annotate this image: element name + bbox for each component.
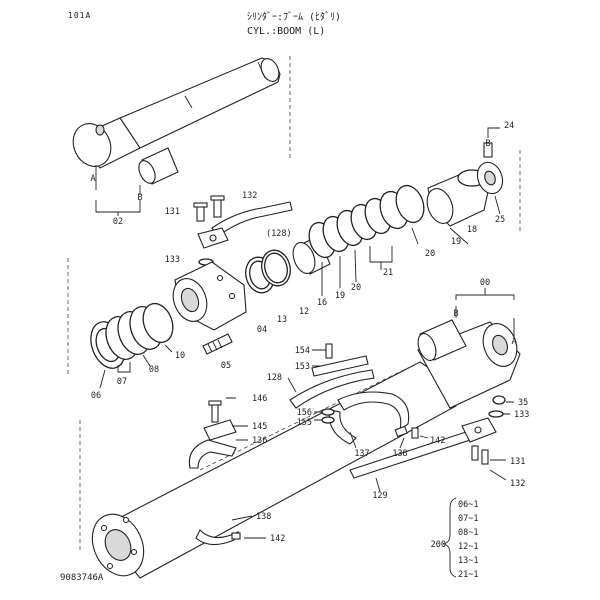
kit-200-item: 07~1	[458, 514, 478, 524]
callout-16: 16	[317, 298, 327, 308]
bolt-146[interactable]	[208, 400, 222, 423]
cylinder-head-04[interactable]	[167, 261, 247, 331]
callout-12: 12	[299, 307, 309, 317]
kit-200-bracket	[442, 497, 457, 578]
drawing-number: 9083746A	[60, 573, 104, 583]
callout-132-upper: 132	[242, 191, 257, 201]
callout-155: 155	[297, 418, 312, 428]
callout-02: 02	[113, 217, 123, 227]
bolt-05[interactable]	[202, 333, 233, 355]
o-ring-35[interactable]	[492, 395, 506, 405]
callout-146: 146	[252, 394, 267, 404]
frame-lines-upper	[67, 56, 521, 552]
bolt-138-upper[interactable]	[394, 425, 408, 438]
callout-07: 07	[117, 377, 127, 387]
page-code: 101A	[68, 11, 92, 20]
plate-145[interactable]	[203, 419, 237, 441]
bolt-132-upper[interactable]	[210, 195, 225, 218]
callout-10: 10	[175, 351, 185, 361]
kit-200-item: 12~1	[458, 542, 478, 552]
callout-b-right: B	[453, 309, 458, 319]
callout-138-lower: 138	[256, 512, 271, 522]
bolt-142-upper[interactable]	[411, 427, 419, 439]
callout-08: 08	[149, 365, 159, 375]
kit-200-item: 08~1	[458, 528, 478, 538]
callout-136: 136	[252, 436, 267, 446]
callout-200: 200	[431, 540, 446, 550]
title-japanese: ｼﾘﾝﾀﾞｰ:ﾌﾞｰﾑ (ﾋﾀﾞﾘ)	[247, 12, 342, 23]
callout-19-right: 19	[451, 237, 461, 247]
callout-05: 05	[221, 361, 231, 371]
kit-200-item: 13~1	[458, 556, 478, 566]
callout-20-left: 20	[351, 283, 361, 293]
callout-00: 00	[480, 278, 490, 288]
seal-ring-12[interactable]	[258, 247, 294, 289]
kit-200-list: 06~1 07~1 08~1 12~1 13~1 21~1	[458, 500, 478, 580]
callout-21: 21	[383, 268, 393, 278]
bolt-154[interactable]	[325, 343, 333, 359]
callout-labels: A B 02 131 132 (128) 133 B 24 25 18 19 2…	[90, 121, 529, 550]
callout-a-top: A	[90, 174, 95, 184]
title-english: CYL.:BOOM (L)	[247, 26, 326, 37]
callout-b-top: B	[137, 193, 142, 203]
callout-04: 04	[257, 325, 267, 335]
leader-lines-seals-left	[99, 344, 173, 389]
nut-25[interactable]	[473, 159, 506, 197]
callout-06: 06	[91, 391, 101, 401]
callout-133-lower: 133	[514, 410, 529, 420]
clamp-136[interactable]	[188, 439, 237, 469]
kit-200-item: 21~1	[458, 570, 478, 580]
o-ring-133-lower[interactable]	[488, 410, 504, 418]
leader-lines-piston	[321, 127, 501, 296]
bolt-131-upper[interactable]	[193, 202, 208, 222]
pipe-128-lower[interactable]	[289, 369, 375, 409]
callout-131-lower: 131	[510, 457, 525, 467]
leader-lines-lower	[226, 349, 514, 539]
callout-128-upper: (128)	[266, 229, 292, 239]
callout-142-lower: 142	[270, 534, 285, 544]
callout-25: 25	[495, 215, 505, 225]
kit-200-item: 06~1	[458, 500, 478, 510]
callout-154: 154	[295, 346, 310, 356]
bolts-131-132-lower[interactable]	[471, 445, 489, 465]
screw-24[interactable]	[483, 142, 493, 158]
leader-lines-tube	[95, 165, 141, 216]
callout-24: 24	[504, 121, 514, 131]
callout-20-right: 20	[425, 249, 435, 259]
callout-137: 137	[354, 449, 369, 459]
callout-145: 145	[252, 422, 267, 432]
callout-b-24: B	[485, 139, 490, 149]
bolt-142-lower[interactable]	[231, 532, 241, 540]
callout-18: 18	[467, 225, 477, 235]
callout-153: 153	[295, 362, 310, 372]
callout-13: 13	[277, 315, 287, 325]
leader-lines-rod	[455, 288, 515, 338]
piston-seal-stack[interactable]	[305, 182, 429, 261]
pipe-153[interactable]	[311, 355, 369, 377]
bushing-b-lower[interactable]	[415, 319, 467, 363]
cylinder-tube-upper[interactable]	[66, 56, 282, 173]
bushing-b-upper[interactable]	[136, 147, 179, 186]
callout-131-upper: 131	[165, 207, 180, 217]
callout-133-upper: 133	[165, 255, 180, 265]
callout-156: 156	[297, 408, 312, 418]
pipe-flange-133[interactable]	[197, 227, 229, 249]
callout-35: 35	[518, 398, 528, 408]
callout-129: 129	[372, 491, 387, 501]
callout-a-right: A	[511, 337, 516, 347]
seal-stack-left[interactable]	[85, 299, 178, 373]
clamp-138-lower[interactable]	[195, 529, 240, 546]
pipe-flange-lower[interactable]	[461, 417, 497, 443]
callout-128-lower: 128	[267, 373, 282, 383]
callout-19-left: 19	[335, 291, 345, 301]
callout-142-upper: 142	[430, 436, 445, 446]
callout-132-lower: 132	[510, 479, 525, 489]
piston-rod-00[interactable]	[83, 361, 457, 584]
pipe-128-upper[interactable]	[211, 201, 293, 237]
callout-138-upper: 138	[392, 449, 407, 459]
